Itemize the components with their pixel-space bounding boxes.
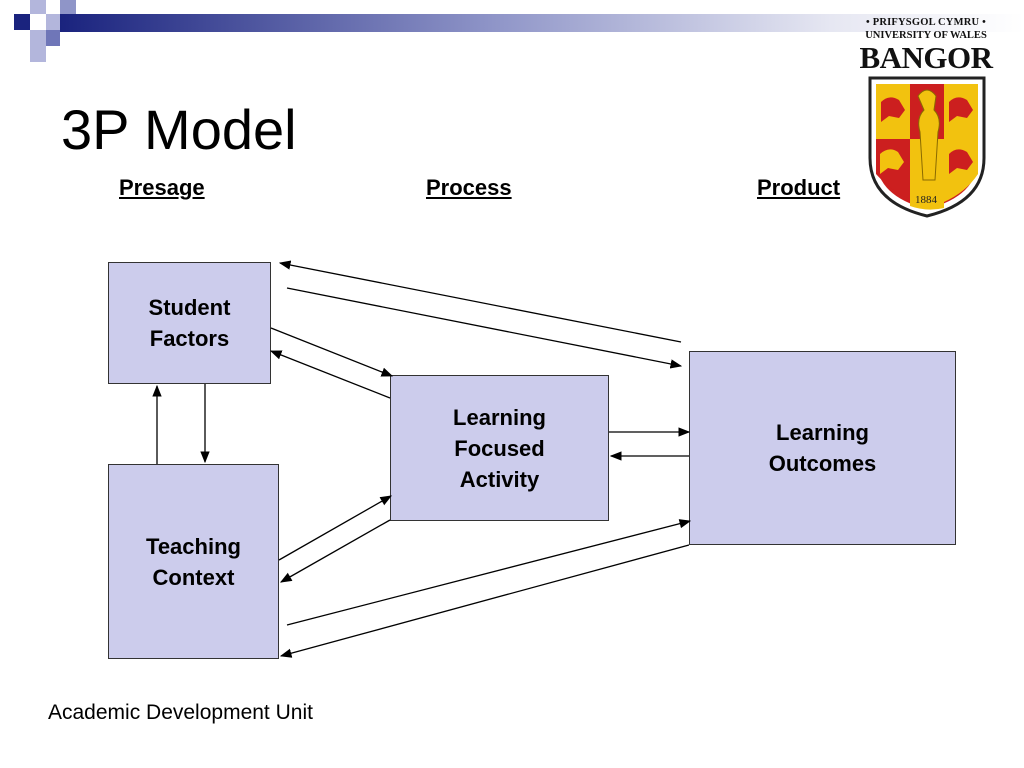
university-logo: • PRIFYSGOL CYMRU • UNIVERSITY OF WALES … [858,14,994,218]
stage-label-presage: Presage [119,175,205,200]
footer-text: Academic Development Unit [48,701,313,724]
logo-year: 1884 [915,194,937,206]
teaching-context-label: Teaching Context [146,533,241,590]
header-band [14,0,1024,62]
student-factors-label: Student Factors [148,295,231,351]
learning-activity-label: Learning Focused Activity [453,404,546,492]
arrow-student-to-activity [270,327,394,377]
header-square [46,30,60,46]
arrow-teaching-to-activity [278,495,393,561]
learning-outcomes-box: Learning Outcomes [689,351,956,545]
learning-outcomes-label: Learning Outcomes [768,420,877,476]
header-square [30,0,46,14]
stage-label-product: Product [757,175,841,200]
arrow-outcomes-to-teaching [279,544,690,658]
stage-label-process: Process [426,175,512,200]
header-gradient-bar [60,14,1024,32]
teaching-context-box: Teaching Context [108,464,279,659]
logo-name: BANGOR [859,40,993,75]
header-square [60,0,76,14]
arrow-activity-to-student [269,350,391,399]
arrow-student-to-outcomes [286,287,683,369]
learning-activity-box: Learning Focused Activity [390,375,609,521]
header-square [46,14,60,30]
header-square [30,30,46,46]
logo-line2: UNIVERSITY OF WALES [865,30,987,41]
arrow-activity-to-teaching [279,519,391,583]
header-square [14,14,30,30]
shield-icon [868,76,986,218]
arrow-outcomes-to-student [278,260,682,343]
slide-title: 3P Model [61,98,297,161]
header-square [30,46,46,62]
student-factors-box: Student Factors [108,262,271,384]
logo-line1: • PRIFYSGOL CYMRU • [866,17,986,28]
arrow-teaching-to-outcomes [286,519,692,626]
